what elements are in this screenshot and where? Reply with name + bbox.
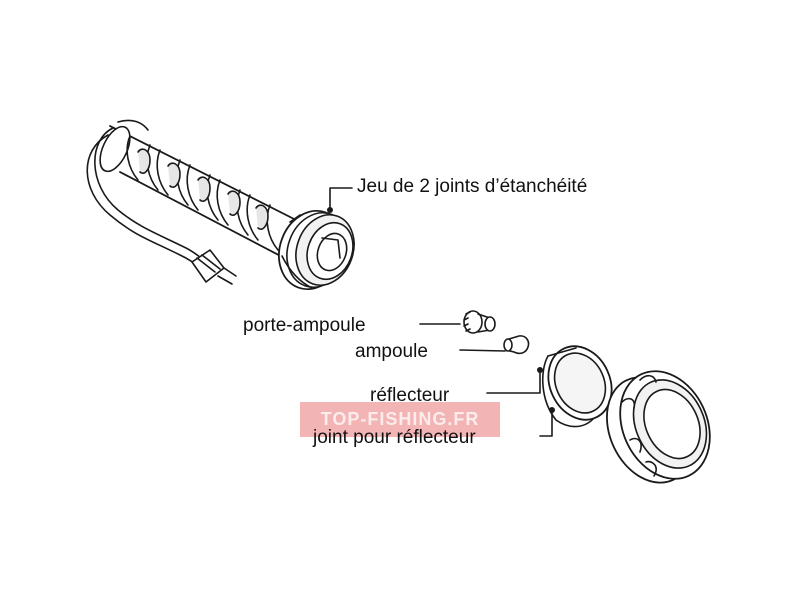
watermark-text: TOP-FISHING.FR (320, 409, 480, 429)
bulb (503, 335, 530, 355)
watermark: TOP-FISHING.FR (300, 402, 500, 437)
label-joint-reflecteur: joint pour réflecteur (313, 427, 476, 448)
joints-pointer-dot (327, 207, 333, 213)
label-reflecteur: réflecteur (370, 385, 450, 406)
label-porte-ampoule: porte-ampoule (243, 315, 366, 336)
reflecteur-pointer-line (486, 369, 541, 394)
label-ampoule: ampoule (355, 341, 428, 362)
joint-reflecteur-pointer-line (539, 409, 553, 437)
cord-clip (191, 249, 237, 285)
label-joints: Jeu de 2 joints d’étanchéité (357, 176, 588, 197)
reflector (541, 345, 613, 428)
bulb-holder (463, 310, 496, 334)
flashlight-head (278, 209, 355, 291)
front-bezel (606, 370, 711, 484)
flashlight-body (99, 125, 301, 263)
joint-reflecteur-pointer-dot (549, 407, 555, 413)
ampoule-pointer-line (459, 349, 506, 352)
reflecteur-pointer-dot (537, 367, 543, 373)
joints-pointer-line (329, 187, 353, 211)
